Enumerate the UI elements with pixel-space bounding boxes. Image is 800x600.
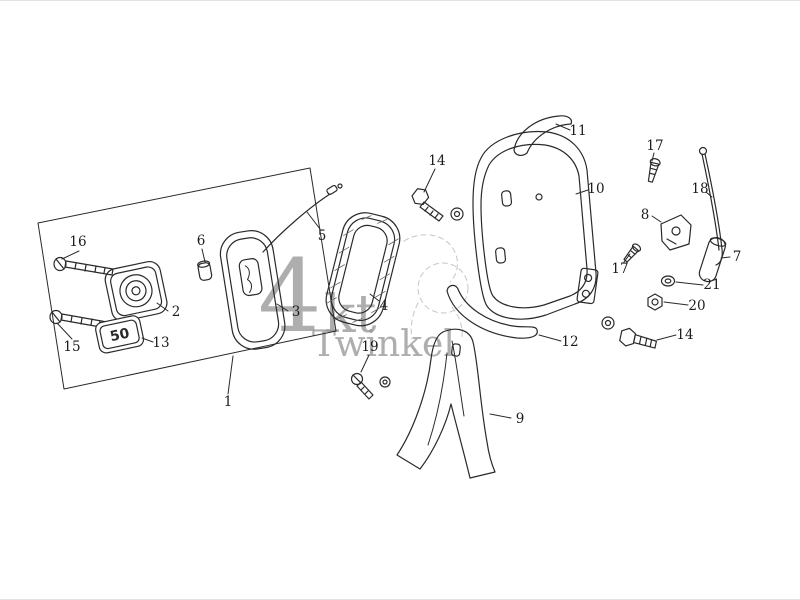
part-label-2: 2	[171, 304, 181, 320]
bolt-14-top	[411, 188, 464, 222]
upper-cover-10	[472, 130, 599, 320]
part-label-5: 5	[317, 228, 327, 244]
rod-18	[698, 146, 723, 266]
part-label-10: 10	[587, 181, 605, 197]
bolt-19	[350, 372, 391, 400]
part-label-4: 4	[379, 298, 389, 314]
part-label-17-top: 17	[646, 138, 664, 154]
part-label-7: 7	[732, 249, 742, 265]
screw-17-lower	[623, 243, 642, 263]
part-label-16: 16	[69, 234, 87, 250]
part-label-1: 1	[223, 394, 233, 410]
part-label-6: 6	[196, 233, 206, 249]
part-label-8: 8	[640, 207, 650, 223]
part-label-11: 11	[569, 123, 587, 139]
part-label-21: 21	[703, 277, 721, 293]
washer-21	[660, 275, 676, 287]
ghost-frame	[403, 234, 469, 340]
reflector-2	[104, 260, 168, 322]
part-label-12: 12	[561, 334, 579, 350]
nut-20	[647, 293, 663, 311]
gasket-4	[325, 212, 401, 327]
strip-12	[446, 284, 538, 339]
grommet-6	[197, 260, 213, 281]
screw-17-top	[647, 158, 661, 183]
trim-11	[513, 115, 573, 156]
part-label-19: 19	[361, 339, 379, 355]
watermark-mid: kt	[324, 285, 377, 345]
badge-50-text: 50	[109, 325, 132, 345]
sleeve-7	[698, 237, 727, 283]
part-label-9: 9	[515, 411, 525, 427]
front-cover-3	[219, 230, 286, 350]
part-label-15: 15	[63, 339, 81, 355]
cable-5	[262, 183, 343, 253]
part-label-14-low: 14	[676, 327, 694, 343]
part-label-14-top: 14	[428, 153, 446, 169]
leader-lines	[56, 123, 731, 419]
bracket-8	[660, 214, 692, 251]
badge-13: 50	[95, 315, 145, 354]
fork-cover-9	[396, 328, 496, 479]
part-label-20: 20	[688, 298, 706, 314]
screw-16	[53, 256, 114, 276]
part-label-18: 18	[691, 181, 709, 197]
part-label-17-low: 17	[611, 261, 629, 277]
part-1-group-box	[37, 167, 337, 390]
part-label-13: 13	[152, 335, 170, 351]
bolt-14-lower	[601, 316, 657, 349]
part-label-3: 3	[291, 304, 301, 320]
